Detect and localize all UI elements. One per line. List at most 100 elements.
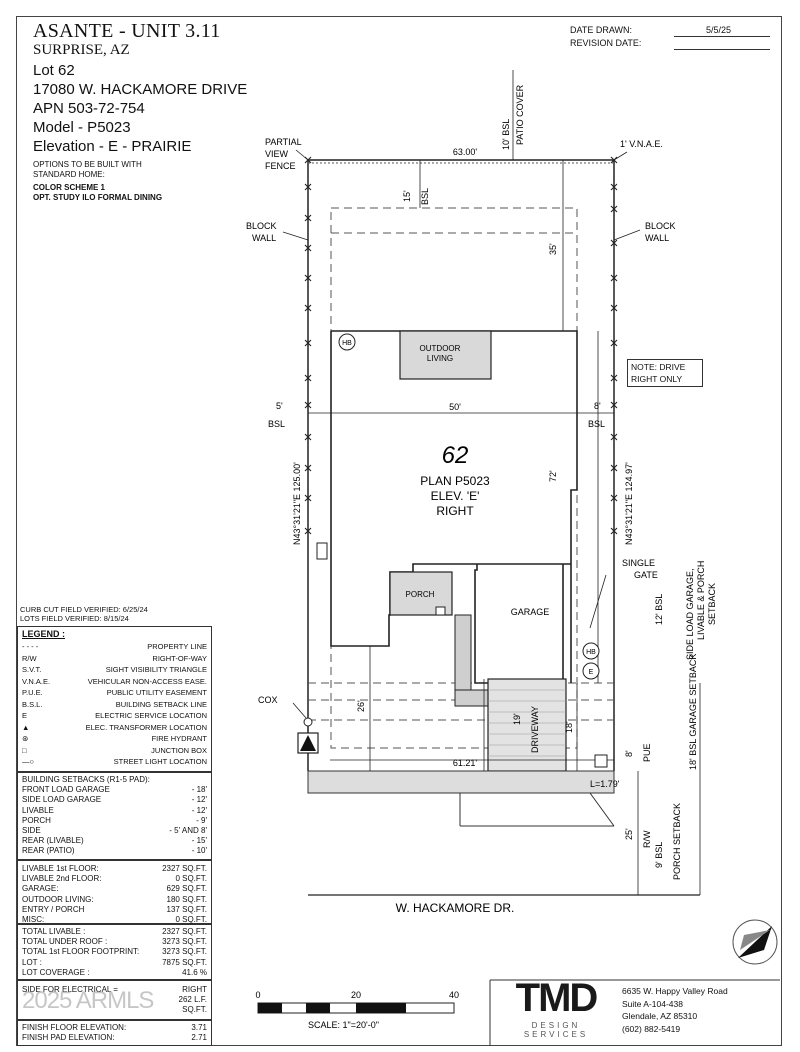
hb-label-side: HB xyxy=(586,649,596,656)
front-25-label: 25' xyxy=(624,828,634,840)
pue-8-label: 8' xyxy=(624,750,634,757)
watermark: 2025 ARMLS xyxy=(22,987,154,1014)
setbacks-panel: BUILDING SETBACKS (R1-5 PAD): FRONT LOAD… xyxy=(17,772,212,860)
garage-label: GARAGE xyxy=(511,607,550,617)
fence-post-mark xyxy=(304,494,312,502)
areas-panel: LIVABLE 1st FLOOR:2327 SQ.FT.LIVABLE 2nd… xyxy=(17,860,212,924)
company-address-3: Glendale, AZ 85310 xyxy=(622,1011,698,1021)
note-line-2: RIGHT ONLY xyxy=(631,374,683,384)
model-label: Model - P5023 xyxy=(33,119,131,136)
porch-label: PORCH xyxy=(406,590,435,599)
elevation-label: Elevation - E - PRAIRIE xyxy=(33,138,192,155)
setback-row: REAR (PATIO)- 10' xyxy=(22,846,207,856)
side-load-label-3: SETBACK xyxy=(707,583,717,625)
dim-bottom-width: 61.21' xyxy=(453,758,478,768)
depth-35-label: 35' xyxy=(548,243,558,255)
fence-post-mark xyxy=(610,304,618,312)
hose-bib-side xyxy=(582,642,600,660)
company-logo-text: TMD xyxy=(515,976,599,1020)
street-name: W. HACKAMORE DR. xyxy=(396,901,515,915)
fence-post-mark xyxy=(304,339,312,347)
vnae-label: 1' V.N.A.E. xyxy=(620,139,663,149)
area-row: MISC:0 SQ.FT. xyxy=(22,915,207,925)
elevation-row: FINISH FLOOR ELEVATION:3.71 xyxy=(22,1023,207,1032)
setback-row: SIDE- 5' AND 8' xyxy=(22,826,207,836)
scale-tick-20: 20 xyxy=(351,990,361,1000)
depth-72-label: 72' xyxy=(548,470,558,482)
date-drawn-label: DATE DRAWN: xyxy=(570,25,632,35)
fence-post-mark xyxy=(610,401,618,409)
pue-label: PUE xyxy=(642,743,652,762)
legend-item: □JUNCTION BOX xyxy=(22,745,207,755)
dim-right-bsl: BSL xyxy=(588,419,605,429)
plan-elev: ELEV. 'E' xyxy=(431,489,480,503)
walkway xyxy=(454,614,472,696)
outdoor-living-label-1: OUTDOOR xyxy=(420,344,461,353)
legend-item: —○STREET LIGHT LOCATION xyxy=(22,757,207,766)
total-row: TOTAL LIVABLE :2327 SQ.FT. xyxy=(22,927,207,936)
fence-post-mark xyxy=(610,374,618,382)
scale-label: SCALE: 1"=20'-0" xyxy=(308,1020,379,1030)
driveway-area xyxy=(487,678,567,772)
fence-post-mark xyxy=(304,374,312,382)
rear-15-label: 15' xyxy=(402,190,412,202)
setback-row: FRONT LOAD GARAGE- 18' xyxy=(22,785,207,795)
legend-item: ▲ELEC. TRANSFORMER LOCATION xyxy=(22,722,207,732)
lot-number: 62 xyxy=(442,442,469,469)
fence-post-mark xyxy=(304,183,312,191)
scale-tick-0: 0 xyxy=(255,990,260,1000)
outdoor-living-area xyxy=(399,330,492,380)
options-line-1: OPTIONS TO BE BUILT WITH xyxy=(33,160,142,169)
scale-bar xyxy=(257,1002,455,1014)
company-address-2: Suite A-104-438 xyxy=(622,998,683,1009)
elevation-row: FINISH PAD ELEVATION:2.71 xyxy=(22,1033,207,1043)
fence-post-mark xyxy=(610,527,618,535)
legend-item: P.U.E.PUBLIC UTILITY EASEMENT xyxy=(22,688,207,697)
fence-post-mark xyxy=(304,464,312,472)
cox-label: COX xyxy=(258,695,278,705)
electrical-row: SIDE FOR ELECTRICAL =RIGHT xyxy=(22,985,207,994)
electrical-row: 262 L.F. xyxy=(178,995,207,1005)
total-row: TOTAL UNDER ROOF :3273 SQ.FT. xyxy=(22,937,207,947)
fence-post-mark xyxy=(304,214,312,222)
plan-side: RIGHT xyxy=(436,504,474,518)
project-title: ASANTE - UNIT 3.11 xyxy=(33,20,221,42)
option-study: OPT. STUDY ILO FORMAL DINING xyxy=(33,193,163,202)
patio-cover-label: PATIO COVER xyxy=(515,84,525,145)
dim-left-5: 5' xyxy=(276,401,283,411)
fence-post-mark xyxy=(304,401,312,409)
area-row: LIVABLE 2nd FLOOR:0 SQ.FT. xyxy=(22,874,207,884)
company-tagline: DESIGN SERVICES xyxy=(523,1021,589,1039)
dim-right-8: 8' xyxy=(594,401,601,411)
hb-label-rear: HB xyxy=(342,340,352,347)
drive-18-label: 18' xyxy=(564,721,574,733)
rear-15-bsl: BSL xyxy=(420,188,430,205)
fence-post-mark xyxy=(304,527,312,535)
partial-view-label-2: VIEW xyxy=(265,149,289,159)
dim-top-width: 63.00' xyxy=(453,147,478,157)
plan-name: PLAN P5023 xyxy=(420,474,490,488)
setback-row: LIVABLE- 12' xyxy=(22,805,207,815)
block-wall-right-2: WALL xyxy=(645,233,669,243)
lots-verified: LOTS FIELD VERIFIED: 8/15/24 xyxy=(20,614,129,623)
fence-post-mark xyxy=(610,464,618,472)
dim-house-width: 50' xyxy=(449,402,461,412)
l-dimension: L=1.79' xyxy=(590,779,620,789)
hose-bib-rear xyxy=(338,333,356,351)
left-bearing-label: N43°31'21"E 125.00' xyxy=(292,462,302,545)
area-row: OUTDOOR LIVING:180 SQ.FT. xyxy=(22,894,207,904)
setback-row: PORCH- 9' xyxy=(22,815,207,825)
fence-post-mark xyxy=(610,183,618,191)
sheet-border xyxy=(16,16,782,1046)
garage-setback-label: 18' BSL GARAGE SETBACK xyxy=(688,654,698,770)
rw-label: R/W xyxy=(642,830,652,848)
single-gate-2: GATE xyxy=(634,570,658,580)
block-wall-left-2: WALL xyxy=(252,233,276,243)
block-wall-left-1: BLOCK xyxy=(246,221,277,231)
right-bearing-label: N43°31'21"E 124.97' xyxy=(624,462,634,545)
